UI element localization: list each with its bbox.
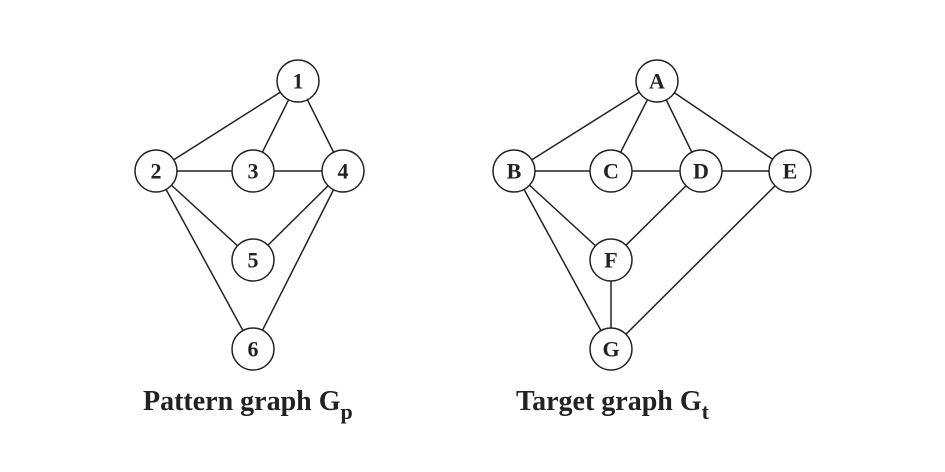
target-node-E: E (768, 149, 812, 193)
target-node-A: A (635, 59, 679, 103)
target-node-B: B (492, 149, 536, 193)
pattern-node-circle-2 (134, 149, 178, 193)
pattern-node-5: 5 (231, 238, 275, 282)
target-edge-A-B (513, 80, 658, 172)
target-node-circle-A (635, 59, 679, 103)
target-node-label-F: F (604, 248, 617, 273)
target-node-F: F (589, 238, 633, 282)
pattern-graph-caption-subscript: p (341, 399, 353, 424)
pattern-node-label-1: 1 (293, 69, 304, 94)
pattern-node-label-5: 5 (248, 248, 259, 273)
target-node-D: D (679, 149, 723, 193)
pattern-node-2: 2 (134, 149, 178, 193)
pattern-graph-caption: Pattern graph Gp (143, 386, 353, 424)
pattern-edge-1-2 (155, 80, 299, 172)
target-node-label-D: D (693, 159, 709, 184)
pattern-node-circle-4 (321, 149, 365, 193)
pattern-node-3: 3 (231, 149, 275, 193)
target-graph-caption: Target graph Gt (516, 386, 710, 424)
pattern-edge-4-6 (252, 170, 344, 350)
pattern-graph-caption-main: Pattern graph G (143, 386, 341, 417)
pattern-node-circle-3 (231, 149, 275, 193)
pattern-edge-2-5 (155, 170, 254, 261)
pattern-node-circle-6 (231, 327, 275, 371)
pattern-node-6: 6 (231, 327, 275, 371)
edges-layer (155, 80, 791, 350)
target-node-circle-C (589, 149, 633, 193)
target-graph-caption-main: Target graph G (516, 386, 702, 417)
target-node-circle-G (589, 327, 633, 371)
target-node-circle-F (589, 238, 633, 282)
target-node-C: C (589, 149, 633, 193)
pattern-node-1: 1 (276, 59, 320, 103)
pattern-node-label-4: 4 (338, 159, 349, 184)
pattern-edge-2-6 (155, 170, 254, 350)
target-node-G: G (589, 327, 633, 371)
target-edge-A-E (656, 80, 791, 172)
target-edge-E-G (610, 170, 791, 350)
target-graph-caption-subscript: t (702, 399, 710, 424)
pattern-node-label-2: 2 (151, 159, 162, 184)
target-node-circle-D (679, 149, 723, 193)
target-node-circle-B (492, 149, 536, 193)
pattern-node-circle-1 (276, 59, 320, 103)
target-node-label-C: C (603, 159, 619, 184)
pattern-node-label-3: 3 (248, 159, 259, 184)
nodes-layer: 1 2 3 4 5 6 A B C D E F G (134, 59, 812, 371)
target-node-circle-E (768, 149, 812, 193)
target-node-label-E: E (783, 159, 798, 184)
target-node-label-A: A (649, 69, 665, 94)
pattern-node-4: 4 (321, 149, 365, 193)
target-edge-B-G (513, 170, 612, 350)
pattern-node-circle-5 (231, 238, 275, 282)
target-edge-B-F (513, 170, 612, 261)
target-node-label-G: G (602, 337, 619, 362)
target-node-label-B: B (507, 159, 522, 184)
pattern-node-label-6: 6 (248, 337, 259, 362)
